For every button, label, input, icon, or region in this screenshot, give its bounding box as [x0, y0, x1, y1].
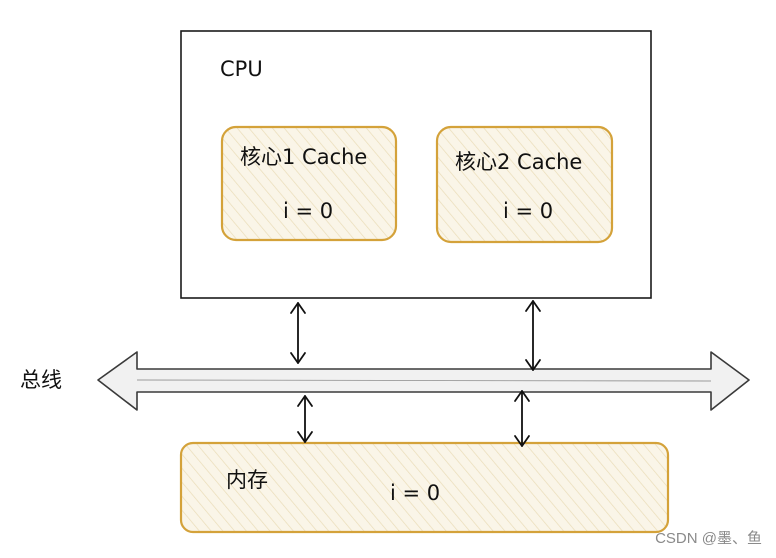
core2-cache-box	[435, 125, 614, 244]
memory-value: i = 0	[390, 481, 441, 505]
bus-label: 总线	[20, 368, 62, 392]
bus-arrow	[97, 351, 750, 411]
bus-memory-arrow-right	[514, 390, 530, 447]
cpu-title: CPU	[220, 57, 263, 81]
memory-title: 内存	[226, 468, 268, 492]
core1-cache-box	[220, 125, 398, 242]
cpu-bus-arrow-right	[525, 300, 541, 371]
core2-cache-title: 核心2 Cache	[455, 150, 583, 174]
bus-memory-arrow-left	[297, 395, 313, 443]
core2-cache-value: i = 0	[503, 199, 554, 223]
core1-cache-value: i = 0	[283, 199, 334, 223]
watermark: CSDN @墨、鱼	[655, 530, 762, 547]
memory-box	[179, 441, 670, 534]
cpu-bus-arrow-left	[290, 302, 306, 364]
core1-cache-title: 核心1 Cache	[240, 145, 368, 169]
bus-arrow-inner-line	[136, 379, 712, 382]
